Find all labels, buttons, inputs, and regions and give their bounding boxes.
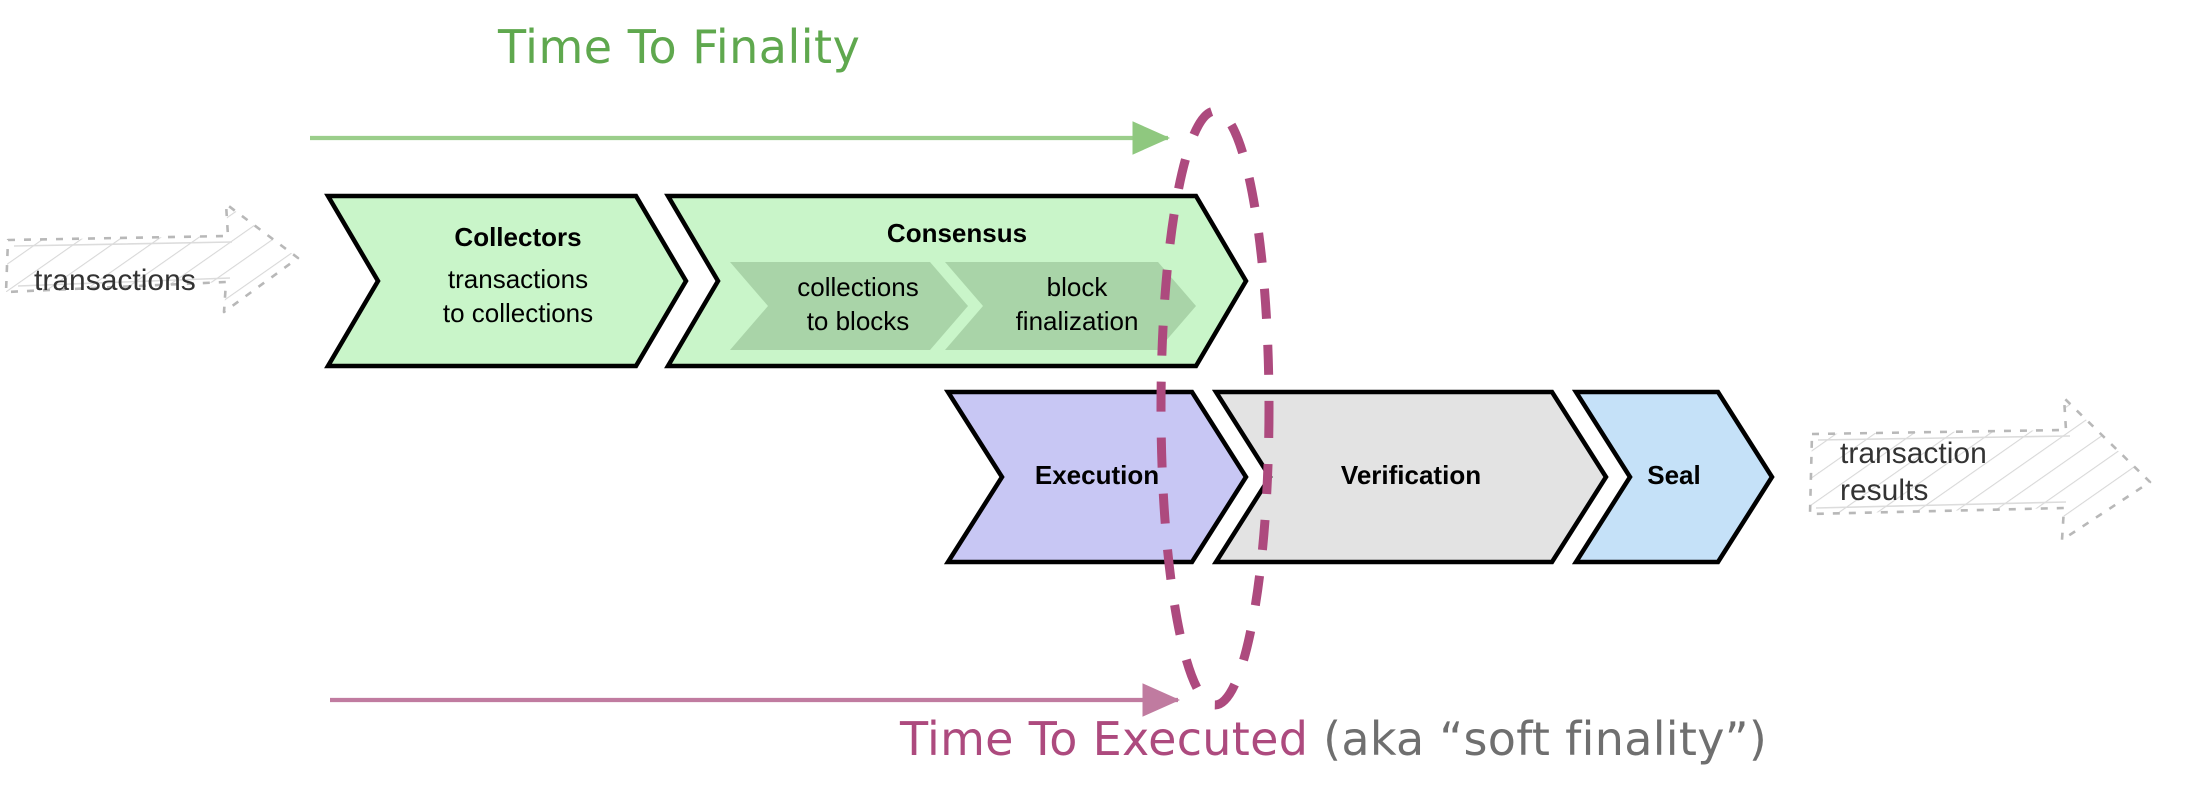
time-to-executed-label: Time To Executed	[900, 712, 1309, 766]
transactions-input-arrow	[4, 202, 300, 314]
chevron-consensus[interactable]	[664, 193, 1249, 369]
chevron-verification[interactable]	[1211, 389, 1609, 565]
time-to-executed-caption: Time To Executed (aka “soft finality”)	[900, 712, 1767, 766]
time-to-finality-title: Time To Finality	[498, 20, 861, 74]
chevron-seal[interactable]	[1571, 389, 1775, 565]
chevron-execution[interactable]	[943, 389, 1249, 565]
finality-boundary-ellipse	[1156, 106, 1274, 710]
transaction-results-output-arrow	[1808, 396, 2152, 542]
chevron-collectors[interactable]	[324, 193, 689, 369]
chevron-collections-to-blocks	[730, 262, 968, 350]
soft-finality-note: (aka “soft finality”)	[1308, 712, 1768, 766]
chevron-block-finalization	[945, 262, 1196, 350]
